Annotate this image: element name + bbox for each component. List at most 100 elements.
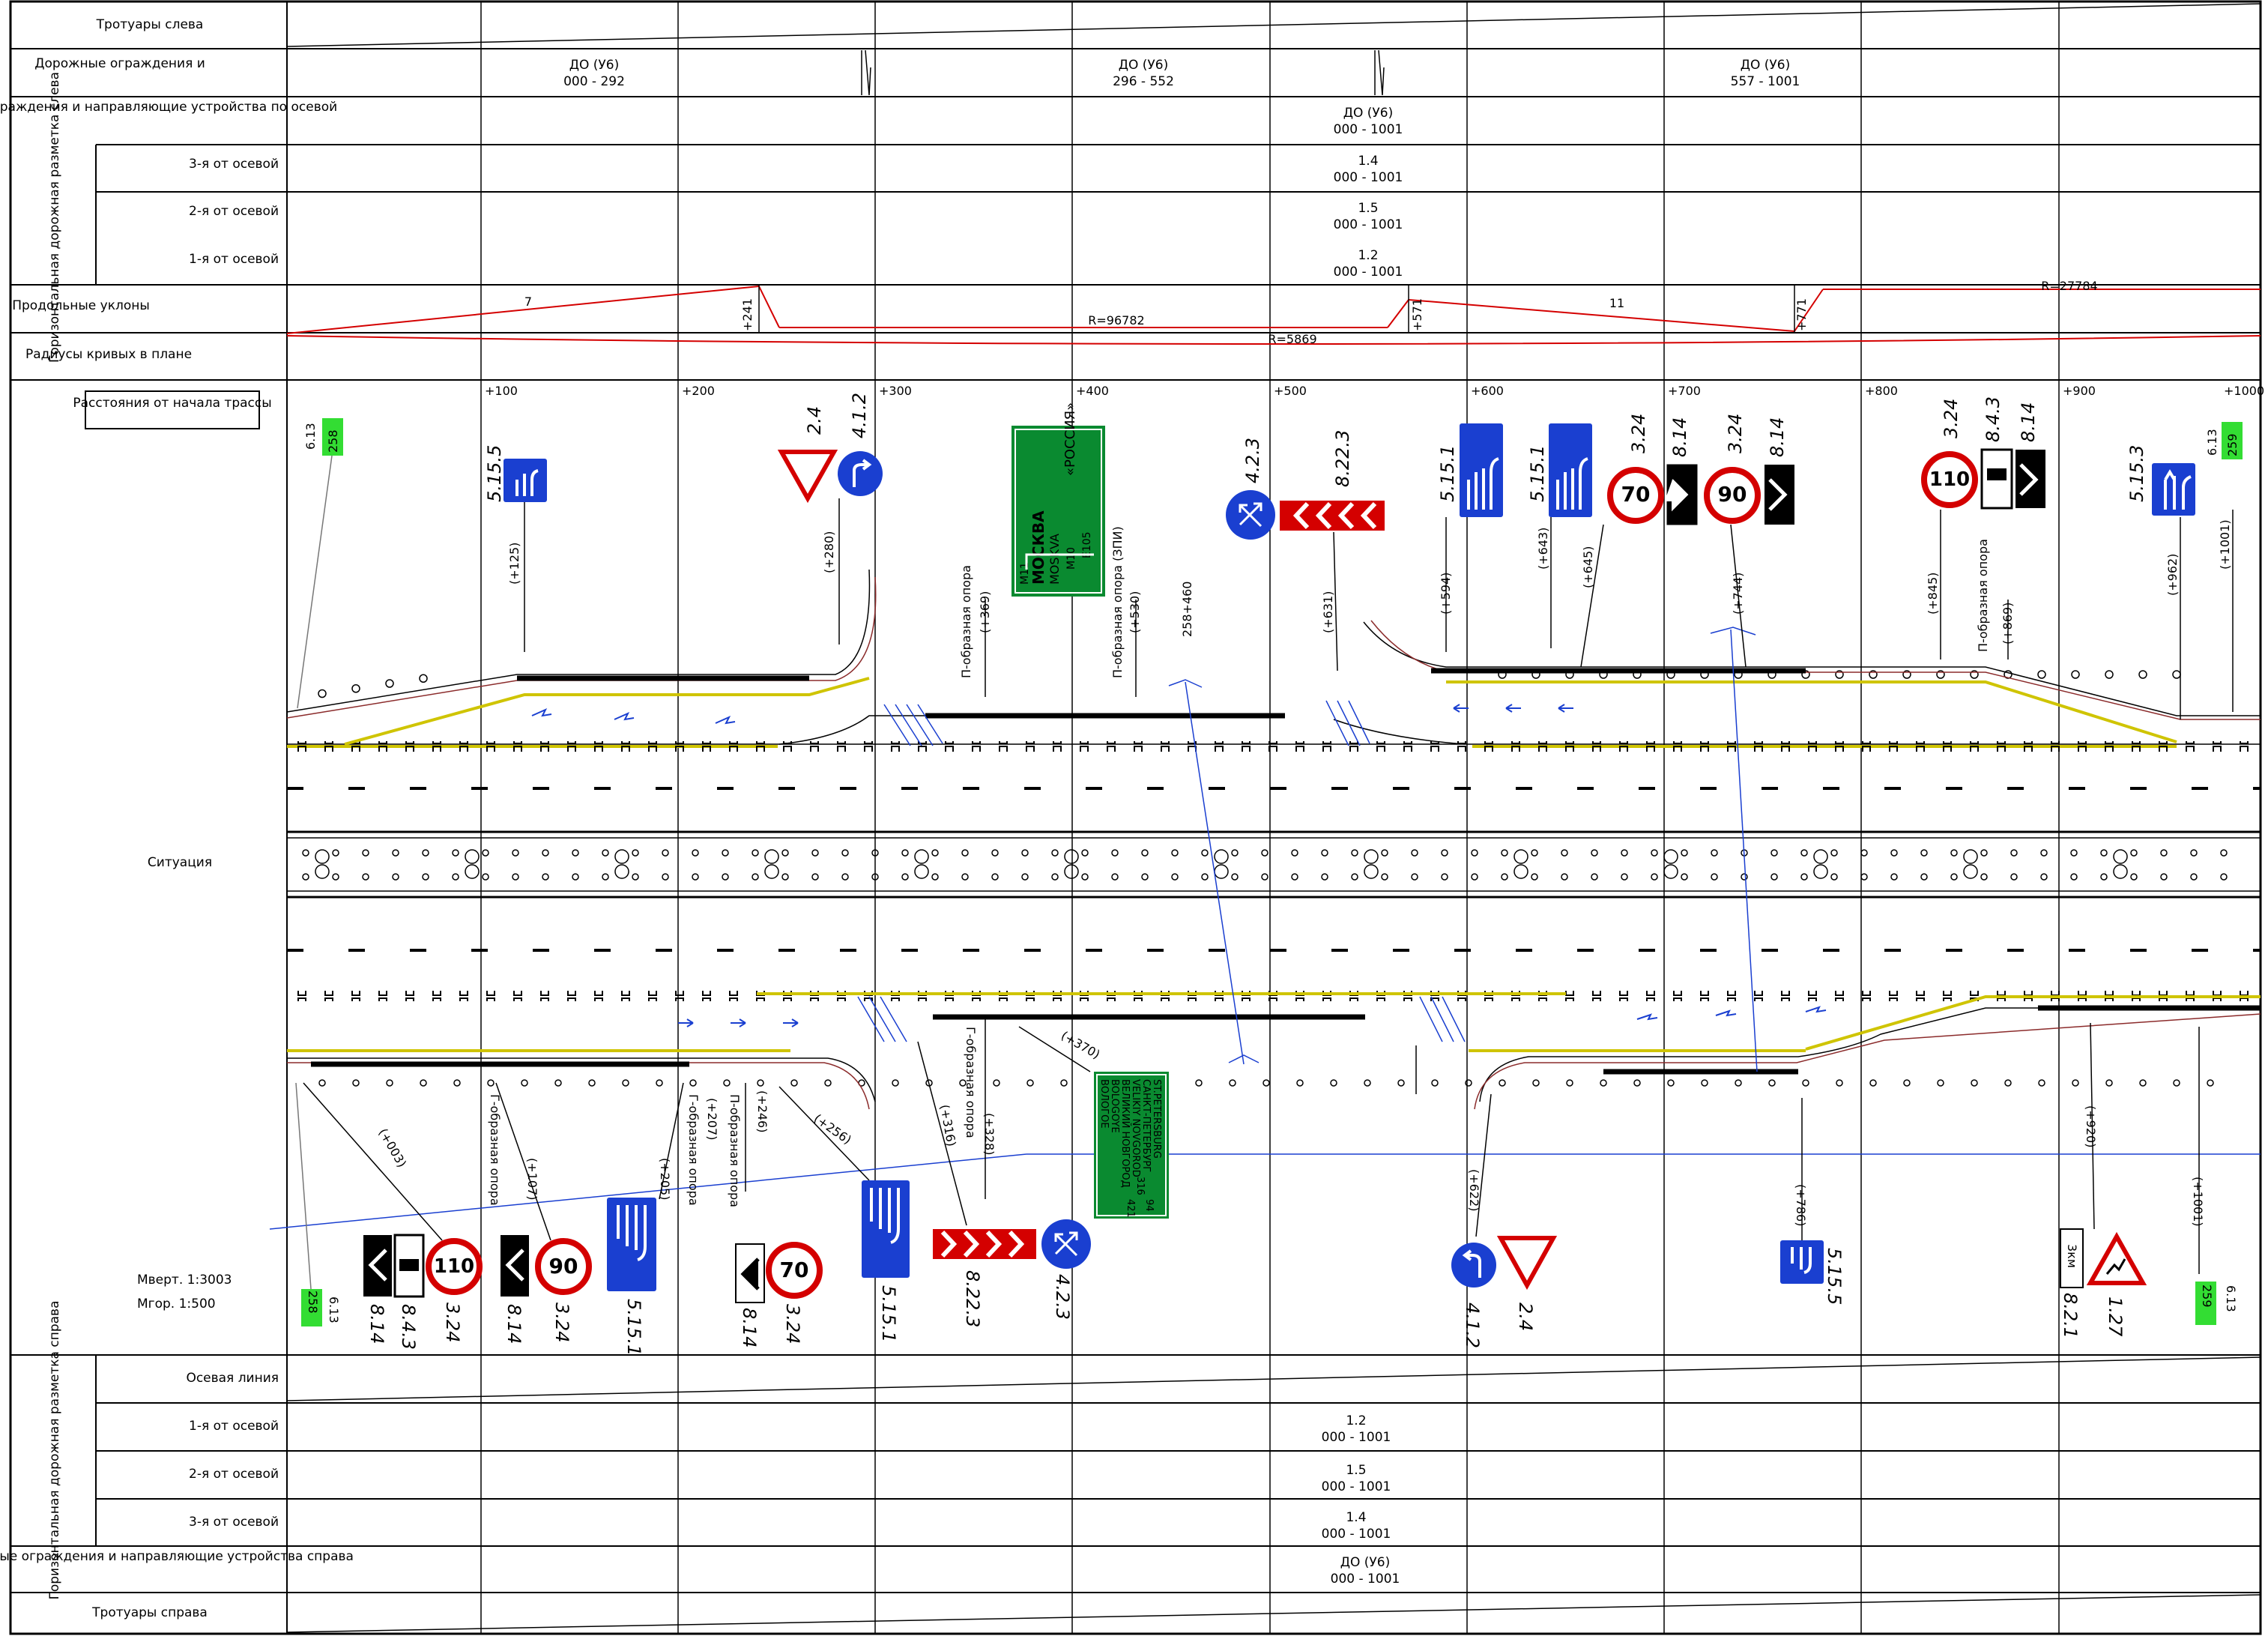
median-marker bbox=[1501, 873, 1508, 881]
left-headers: Тротуары слева Дорожные ограждения и Дор… bbox=[0, 17, 337, 363]
station-900: +900 bbox=[2063, 384, 2096, 398]
median-marker bbox=[752, 849, 759, 857]
median-marker bbox=[1768, 1079, 1776, 1087]
marking-left-values: 1.4 000 - 1001 1.5 000 - 1001 1.2 000 - … bbox=[1334, 154, 1403, 280]
support-g-bot-3: Г-образная опора bbox=[964, 1027, 978, 1138]
slope-labels: 7 +241 R=96782 +571 11 +771 R=27784 bbox=[524, 279, 2098, 331]
sign-5-15-1-top-b: 5.15.1 (+643) bbox=[1527, 423, 1592, 648]
sign-8-2-1-bottom: (+920) 3км 8.2.1 bbox=[2060, 1022, 2098, 1338]
sign-post-1001-bottom: (+1001) bbox=[2191, 1027, 2205, 1274]
sign-post-1001-top: (+1001) bbox=[2218, 510, 2234, 712]
median-marker bbox=[1869, 670, 1878, 679]
km-post-number-top-right: 259 bbox=[2225, 433, 2240, 456]
median-marker bbox=[931, 849, 939, 857]
marking-left-3-code: 1.4 bbox=[1358, 154, 1378, 169]
median-marker bbox=[632, 873, 639, 881]
median-marker bbox=[662, 873, 669, 881]
sign-code: 3.24 bbox=[1941, 399, 1962, 438]
sign-code: 4.1.2 bbox=[849, 393, 870, 438]
sign-group-90-bottom: (+107) Г-образная опора 8.14 90 3.24 bbox=[488, 1082, 592, 1344]
median-marker bbox=[572, 873, 579, 881]
median-marker bbox=[1330, 1079, 1337, 1087]
sign-5-15-3-top: 5.15.3 (+962) bbox=[2126, 445, 2195, 719]
median-marker bbox=[1561, 849, 1568, 857]
median-marker bbox=[420, 1079, 427, 1087]
distances-label: Расстояния от начала трассы bbox=[73, 396, 271, 411]
median-marker bbox=[1111, 873, 1119, 881]
sign-value: 70 bbox=[780, 1258, 809, 1282]
median-marker bbox=[422, 849, 429, 857]
median-marker bbox=[2004, 1079, 2012, 1087]
median-marker bbox=[1261, 873, 1268, 881]
median-marker bbox=[1214, 864, 1229, 879]
marking-left-1-code: 1.2 bbox=[1358, 248, 1378, 263]
sign-value: 90 bbox=[1718, 482, 1747, 507]
median-marker bbox=[512, 873, 519, 881]
median-marker bbox=[1770, 873, 1778, 881]
median-marker bbox=[1141, 849, 1149, 857]
guide-num-2: 316 bbox=[1134, 1177, 1146, 1195]
median-marker bbox=[1600, 1079, 1607, 1087]
sign-code: 5.15.1 bbox=[623, 1299, 644, 1356]
island-hatching bbox=[857, 700, 1466, 1042]
median-marker bbox=[1291, 873, 1298, 881]
median-marker bbox=[914, 849, 929, 864]
support-p-bot-1-ch: (+246) bbox=[755, 1090, 769, 1132]
median-marker bbox=[1980, 873, 1988, 881]
station-700: +700 bbox=[1668, 384, 1701, 398]
km-post-code-top-right: 6.13 bbox=[2205, 429, 2219, 456]
median-marker bbox=[1970, 670, 1979, 679]
median-marker bbox=[1830, 873, 1838, 881]
median-marker bbox=[1364, 1079, 1371, 1087]
sign-5-15-1-bottom-a: (+205) 5.15.1 bbox=[607, 1082, 684, 1356]
guardrails-left-values: ДО (У6) 000 - 292 ДО (У6) 296 - 552 ДО (… bbox=[563, 58, 1800, 89]
situation-label: Ситуация bbox=[148, 855, 212, 870]
support-labels-bottom: Г-образная опора (+207) П-образная опора… bbox=[686, 1015, 997, 1207]
median-marker bbox=[811, 873, 819, 881]
median-marker bbox=[1411, 873, 1418, 881]
median-marker bbox=[1531, 849, 1538, 857]
median-marker bbox=[2160, 849, 2168, 857]
median-marker bbox=[318, 689, 327, 698]
empty-row-diagonals bbox=[286, 3, 2261, 1633]
median-marker bbox=[1890, 849, 1898, 857]
guide-line-1: ВОЛОГОЕ bbox=[1098, 1079, 1110, 1129]
sign-plate: 8.14 bbox=[739, 1308, 760, 1347]
sign-group-003-bottom: (+003) 8.14 8.4.3 110 3.24 bbox=[303, 1082, 483, 1350]
median-marker bbox=[2040, 849, 2048, 857]
km-post-number-bottom-right: 259 bbox=[2200, 1285, 2214, 1308]
median-marker bbox=[1531, 873, 1538, 881]
median-marker bbox=[2010, 873, 2018, 881]
sign-3-24-110-top: 110 3.24 8.4.3 8.14 (+845) bbox=[1921, 396, 2045, 659]
marking-right-3-code: 1.4 bbox=[1346, 1510, 1366, 1525]
median-marker bbox=[2220, 849, 2228, 857]
row-marking-right-1: 1-я от осевой bbox=[189, 1419, 279, 1434]
median-marker bbox=[622, 1079, 629, 1087]
sign-code: 4.2.3 bbox=[1052, 1274, 1073, 1320]
guide-route-1: M11 bbox=[1019, 562, 1031, 585]
row-guardrails-left: Дорожные ограждения и bbox=[34, 56, 205, 71]
curve-radii-line bbox=[286, 335, 2261, 345]
sign-5-15-1-bottom-b: (+256) 5.15.1 bbox=[778, 1086, 910, 1342]
median-marker bbox=[1937, 1079, 1944, 1087]
row-lines bbox=[10, 0, 2261, 1593]
row-marking-left-1: 1-я от осевой bbox=[189, 252, 279, 267]
slope-profile bbox=[286, 285, 2261, 334]
median-marker bbox=[602, 849, 609, 857]
sign-chainage: (+1001) bbox=[2218, 519, 2232, 570]
slope-break-1: +241 bbox=[740, 298, 755, 331]
reference-lines bbox=[269, 627, 2261, 1230]
median-marker bbox=[1633, 1079, 1641, 1087]
median-marker bbox=[1963, 864, 1978, 879]
median-marker bbox=[1291, 849, 1298, 857]
sign-chainage: (+786) bbox=[1794, 1184, 1808, 1226]
row-long-slopes: Продольные уклоны bbox=[12, 298, 150, 313]
marking-right-2-code: 1.5 bbox=[1346, 1463, 1366, 1478]
sign-code: 5.15.1 bbox=[1437, 445, 1458, 502]
sign-code: 2.4 bbox=[1515, 1303, 1536, 1331]
sign-code: 3.24 bbox=[551, 1303, 572, 1342]
median-marker bbox=[2038, 1079, 2045, 1087]
station-600: +600 bbox=[1471, 384, 1504, 398]
median-marker bbox=[1836, 1079, 1843, 1087]
